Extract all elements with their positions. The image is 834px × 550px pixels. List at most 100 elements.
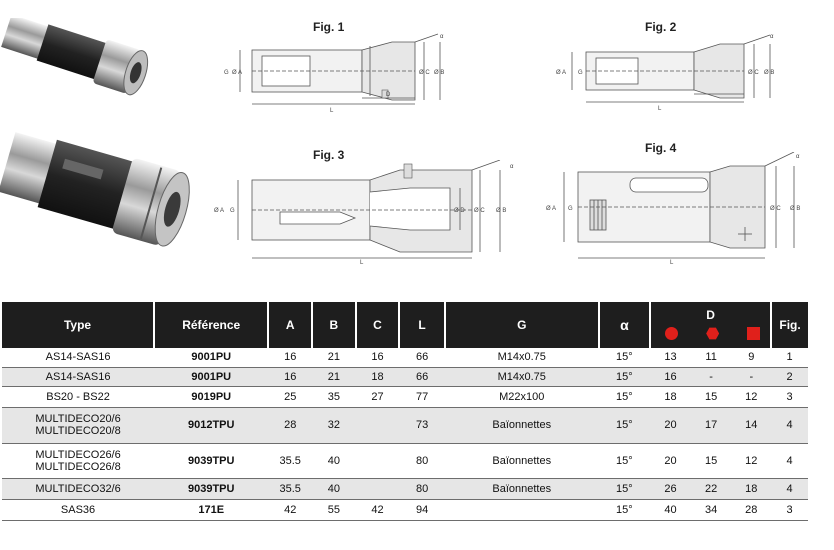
cell-type: MULTIDECO20/6 MULTIDECO20/8	[2, 407, 155, 444]
svg-text:G: G	[224, 70, 229, 76]
cell-d-square: 14	[731, 407, 772, 444]
svg-text:Ø B: Ø B	[764, 70, 774, 76]
cell-c: 16	[355, 348, 400, 368]
svg-text:α: α	[440, 34, 444, 40]
cell-alpha: 15°	[598, 478, 651, 500]
cell-alpha: 15°	[598, 407, 651, 444]
fig-3-title: Fig. 3	[313, 148, 345, 162]
cell-l: 94	[399, 499, 445, 521]
svg-text:Ø C: Ø C	[770, 206, 781, 212]
svg-text:Ø C: Ø C	[419, 70, 430, 76]
cell-fig: 1	[771, 348, 808, 368]
svg-text:G: G	[230, 208, 235, 214]
svg-text:Ø A: Ø A	[214, 208, 224, 214]
cell-b: 40	[312, 443, 356, 479]
cell-type: MULTIDECO26/6 MULTIDECO26/8	[2, 443, 155, 479]
cell-g: Baïonnettes	[444, 407, 599, 444]
cell-reference: 9039TPU	[154, 443, 269, 479]
svg-text:D: D	[386, 92, 391, 98]
cell-fig: 2	[771, 367, 808, 387]
cell-d-hex: 15	[690, 443, 732, 479]
cell-d-square: 28	[731, 499, 772, 521]
svg-text:Ø A: Ø A	[556, 70, 566, 76]
hexagon-icon	[706, 327, 720, 340]
collet-photo-large	[0, 132, 190, 247]
cell-b: 55	[312, 499, 356, 521]
cell-d-hex: -	[690, 367, 732, 387]
cell-fig: 4	[771, 478, 808, 500]
svg-text:L: L	[658, 106, 662, 112]
cell-l: 80	[399, 478, 445, 500]
cell-c	[355, 443, 400, 479]
cell-c: 18	[355, 367, 400, 387]
svg-text:Ø C: Ø C	[748, 70, 759, 76]
cell-d-square: 12	[731, 443, 772, 479]
header-type: Type	[2, 302, 156, 348]
cell-fig: 4	[771, 407, 808, 444]
cell-g: Baïonnettes	[444, 443, 599, 479]
svg-text:Ø B: Ø B	[790, 206, 800, 212]
header-fig: Fig.	[771, 302, 808, 348]
svg-text:Ø D: Ø D	[454, 208, 465, 214]
header-g: G	[444, 302, 600, 348]
cell-reference: 9001PU	[154, 348, 269, 368]
cell-a: 28	[268, 407, 313, 444]
header-l: L	[399, 302, 446, 348]
cell-type: SAS36	[2, 499, 155, 521]
cell-d-square: 18	[731, 478, 772, 500]
cell-d-round: 40	[650, 499, 691, 521]
cell-type: AS14-SAS16	[2, 367, 155, 387]
cell-l: 73	[399, 407, 445, 444]
circle-icon	[665, 327, 679, 340]
cell-alpha: 15°	[598, 367, 651, 387]
cell-fig: 3	[771, 499, 808, 521]
svg-text:Ø A: Ø A	[546, 206, 556, 212]
collet-spec-table: Type Référence A B C L G α D Fig. AS14-S…	[2, 302, 808, 521]
cell-g	[444, 499, 599, 521]
svg-text:G: G	[578, 70, 583, 76]
svg-text:Ø C: Ø C	[474, 208, 485, 214]
cell-a: 35.5	[268, 478, 313, 500]
table-header-row: Type Référence A B C L G α D Fig.	[2, 302, 808, 348]
cell-b: 40	[312, 478, 356, 500]
cell-type: AS14-SAS16	[2, 348, 155, 368]
cell-type: BS20 - BS22	[2, 386, 155, 408]
cell-alpha: 15°	[598, 443, 651, 479]
cell-d-square: 12	[731, 386, 772, 408]
cell-c	[355, 478, 400, 500]
svg-text:Ø B: Ø B	[496, 208, 506, 214]
svg-text:L: L	[330, 108, 334, 114]
cell-c	[355, 407, 400, 444]
cell-d-hex: 11	[690, 348, 732, 368]
header-d-label: D	[706, 308, 715, 322]
cell-alpha: 15°	[598, 499, 651, 521]
cell-b: 21	[312, 348, 356, 368]
cell-c: 42	[355, 499, 400, 521]
cell-d-round: 20	[650, 443, 691, 479]
cell-d-hex: 34	[690, 499, 732, 521]
cell-g: Baïonnettes	[444, 478, 599, 500]
fig-2-title: Fig. 2	[645, 20, 677, 34]
cell-l: 80	[399, 443, 445, 479]
cell-reference: 171E	[154, 499, 269, 521]
header-a: A	[268, 302, 314, 348]
cell-g: M14x0.75	[444, 348, 599, 368]
svg-text:Ø A: Ø A	[232, 70, 242, 76]
cell-d-square: -	[731, 367, 772, 387]
cell-reference: 9019PU	[154, 386, 269, 408]
cell-g: M22x100	[444, 386, 599, 408]
cell-a: 16	[268, 367, 313, 387]
cell-reference: 9039TPU	[154, 478, 269, 500]
collet-photo-small	[1, 18, 149, 96]
cell-d-hex: 17	[690, 407, 732, 444]
